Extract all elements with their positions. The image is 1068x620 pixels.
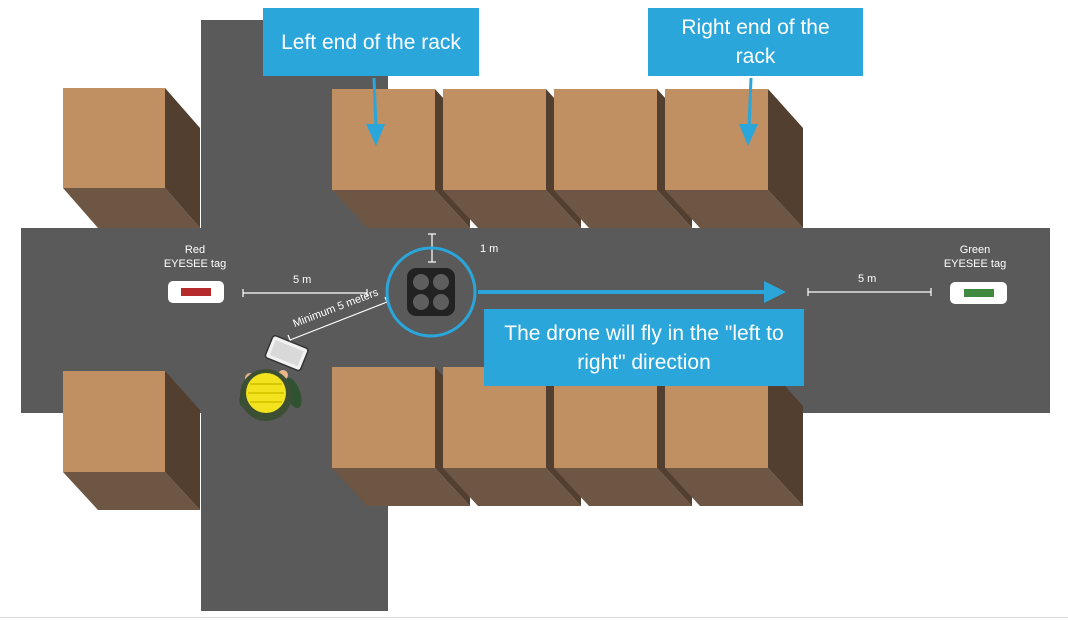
rack-box-top-left [63,88,200,228]
height-label: 1 m [480,243,499,255]
red-tag-label-line2: EYESEE tag [163,258,227,270]
drone-icon [385,246,477,338]
left-end-arrow-icon [366,77,385,146]
rack-box-bottom-4 [665,367,803,506]
left-gap-label: 5 m [293,274,312,286]
operator-with-tablet-icon [239,335,309,421]
direction-callout: The drone will fly in the "left to right… [484,309,804,386]
green-tag-label: Green EYESEE tag [930,243,1020,271]
right-gap-dimension-line [807,288,932,296]
green-tag-label-line1: Green [959,244,991,256]
green-tag-swatch [964,289,994,297]
left-end-callout: Left end of the rack [263,8,479,76]
left-gap-dimension-line [242,289,368,297]
right-end-arrow-icon [739,77,758,146]
flight-path-arrowhead-icon [764,281,786,303]
bottom-divider [0,617,1068,618]
left-end-callout-text: Left end of the rack [281,30,461,54]
rack-box-bottom-left [63,371,200,510]
right-end-callout: Right end of the rack [648,8,863,76]
direction-callout-text: The drone will fly in the "left to right… [504,321,784,374]
green-tag-label-line2: EYESEE tag [943,258,1007,270]
rack-box-top-4 [665,89,803,228]
right-end-callout-text: Right end of the rack [681,16,830,68]
red-tag-label-line1: Red [184,244,206,256]
right-gap-label: 5 m [858,273,877,285]
red-tag-swatch [181,288,211,296]
red-tag-label: Red EYESEE tag [150,243,240,271]
green-eyesee-tag-icon [950,282,1007,304]
red-eyesee-tag-icon [168,281,224,303]
